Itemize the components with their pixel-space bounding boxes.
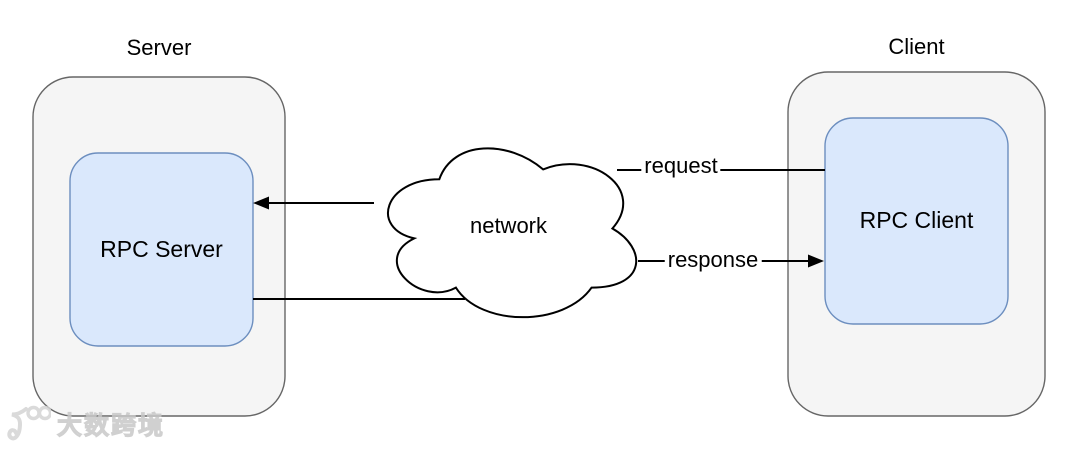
rpc-server-node [69,152,254,347]
network-cloud-label: network [469,213,548,239]
network-cloud [387,147,638,319]
watermark: 大数跨境 [7,404,165,444]
response-arrowhead-icon [808,254,824,268]
rpc-server-node-label: RPC Server [100,235,223,262]
brand-100-logo-icon [7,405,51,441]
response-edge-label: response [664,246,762,274]
request-arrowhead-icon [253,196,269,210]
client-group-title: Client [888,34,945,59]
rpc-client-node [824,117,1009,325]
watermark-brand-text: 大数跨境 [56,412,166,441]
request-edge-label: request [641,152,721,180]
server-group-title: Server [126,35,192,60]
rpc-client-node-label: RPC Client [859,207,974,234]
